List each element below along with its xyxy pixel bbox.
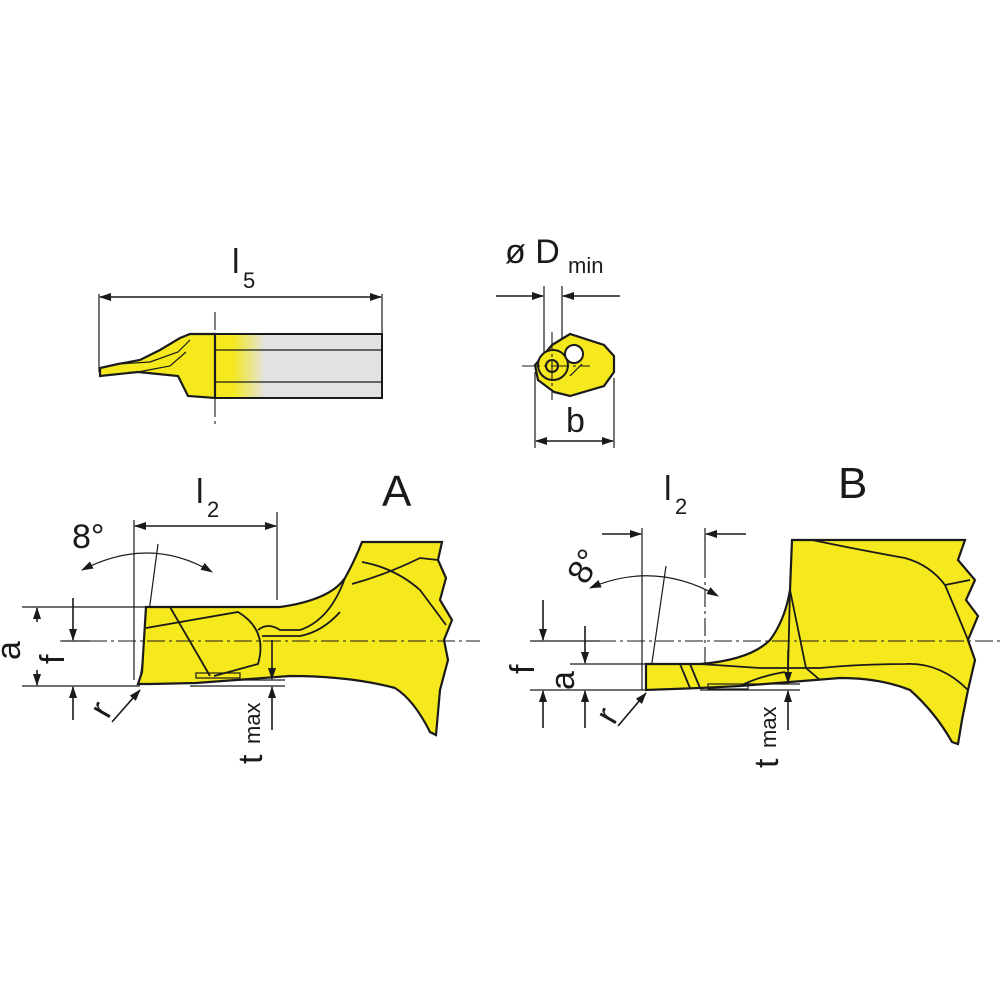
tmax-label-a: t <box>232 754 270 764</box>
r-label-a: r <box>82 695 121 724</box>
tmax-subscript-b: max <box>756 706 781 748</box>
l2-label-a: l <box>196 473 204 511</box>
l2-subscript-a: 2 <box>207 497 219 522</box>
tool-body-b <box>644 538 980 746</box>
a-label-b: a <box>544 671 582 690</box>
l5-label: l <box>232 243 240 281</box>
l2-subscript-b: 2 <box>675 494 687 519</box>
view-b-title: B <box>838 459 867 508</box>
view-a-title: A <box>382 467 412 516</box>
r-label-b: r <box>588 701 627 730</box>
tmax-subscript-a: max <box>240 702 265 744</box>
detail-view-b: B l 2 8° f a <box>504 459 1000 768</box>
l5-subscript: 5 <box>243 268 255 293</box>
side-view: l 5 <box>98 243 383 428</box>
coolant-hole <box>564 344 584 364</box>
angle-arc-a <box>81 552 213 573</box>
r-arrow-b <box>617 692 647 727</box>
a-label-a: a <box>0 641 28 660</box>
b-label: b <box>566 402 585 440</box>
tmax-label-b: t <box>748 758 786 768</box>
shank-carbide-transition <box>215 334 265 398</box>
angle-arc-b <box>589 575 719 597</box>
detail-view-a: A l 2 8° a f r <box>0 467 480 764</box>
f-label-a: f <box>34 654 72 664</box>
dmin-subscript: min <box>568 253 603 278</box>
r-arrow-a <box>111 689 141 723</box>
tool-body-a <box>136 540 454 737</box>
angle-label-a: 8° <box>72 518 105 556</box>
f-label-b: f <box>504 664 542 674</box>
dmin-label: ø D <box>505 233 560 271</box>
end-view: ø D min b <box>496 233 620 448</box>
l2-label-b: l <box>664 470 672 508</box>
tool-head <box>98 332 217 400</box>
